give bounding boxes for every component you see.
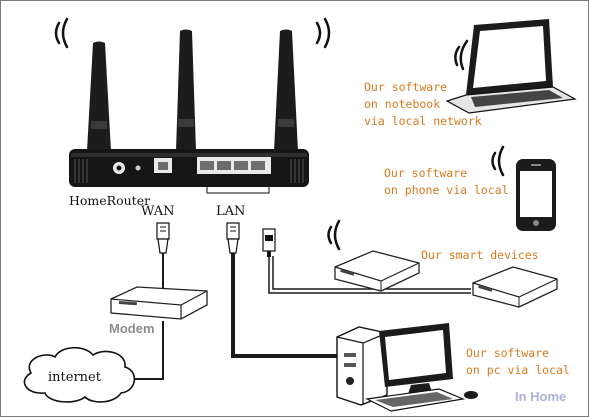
phone-text-line-2: on phone via local [384, 183, 509, 197]
router [69, 29, 309, 194]
antenna-left [87, 41, 111, 151]
wan-plug [156, 222, 170, 254]
router-wifi-left-icon [54, 17, 69, 49]
smart-plug [262, 228, 276, 257]
pc-text-line-1: Our software [466, 346, 550, 360]
smart-device-2 [472, 266, 558, 308]
wan-label: WAN [141, 204, 175, 219]
notebook-software-text: Our software on notebook via local netwo… [364, 79, 482, 130]
lan-pc-cable [231, 251, 349, 358]
phone-wifi-icon [491, 145, 505, 177]
notebook-wifi-icon [454, 39, 469, 71]
modem-internet-cable [131, 321, 164, 380]
internet-label: internet [48, 370, 101, 385]
smart-devices-label: Our smart devices [421, 248, 539, 262]
internet-cloud [23, 346, 136, 403]
lan-smart-cable [268, 256, 471, 294]
modem-label: Modem [109, 321, 155, 336]
modem [110, 286, 208, 320]
notebook-text-line-3: via local network [364, 114, 482, 128]
phone [516, 159, 556, 231]
cables [131, 251, 471, 380]
antenna-right [274, 29, 298, 151]
pc-software-text: Our software on pc via local [466, 345, 570, 379]
smart-device-1 [334, 250, 420, 292]
notebook-text-line-1: Our software [364, 80, 448, 94]
phone-software-text: Our software on phone via local [384, 165, 509, 199]
reset-button [135, 165, 141, 171]
phone-text-line-1: Our software [384, 166, 468, 180]
router-label: HomeRouter [69, 193, 151, 208]
notebook-text-line-2: on notebook [364, 97, 441, 111]
smart-device-wifi-icon [327, 219, 341, 251]
lan-label: LAN [216, 204, 246, 219]
router-wifi-right-icon [315, 17, 331, 49]
notebook [445, 19, 577, 114]
lan-plug [226, 222, 240, 254]
pc [336, 323, 478, 412]
antenna-middle [176, 29, 196, 151]
in-home-caption: In Home [515, 389, 567, 404]
pc-text-line-2: on pc via local [466, 363, 570, 377]
